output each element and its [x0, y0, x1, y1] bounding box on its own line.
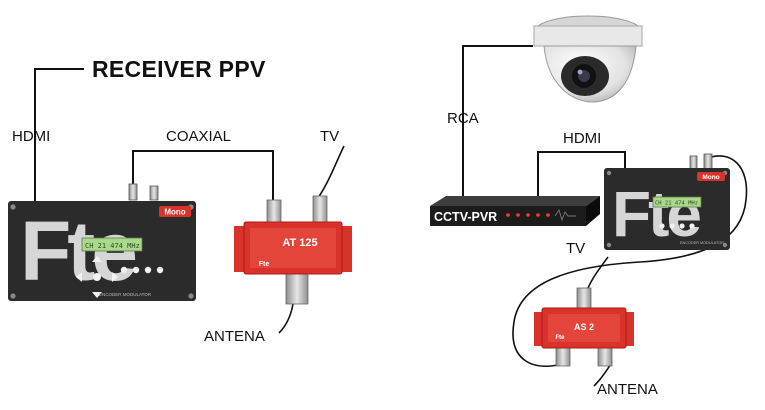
- cctv-recorder: CCTV-PVR: [430, 196, 600, 226]
- right-hdmi-label: HDMI: [563, 130, 602, 147]
- left-splitter-model: AT 125: [282, 237, 317, 249]
- left-modulator-lcd: [81, 237, 143, 252]
- right-modulator-tag: Mono: [702, 174, 719, 181]
- right-modulator-lcd: [652, 196, 702, 208]
- left-cables: [34, 68, 345, 334]
- right-hdmi-cable: [537, 151, 626, 198]
- left-tv-label: TV: [320, 128, 340, 145]
- left-modulator-keypad: [76, 256, 164, 298]
- right-modulator-caption: ENCODER MODULATOR: [680, 241, 724, 245]
- right-modulator: Fte Mono CH 21 474 MHz ENCODER MODULATOR: [604, 153, 730, 250]
- left-modulator-tag: Mono: [164, 208, 185, 217]
- left-splitter-brand: Fte: [259, 261, 270, 268]
- right-coax-loop-cable: [512, 155, 748, 367]
- recorder-label: CCTV-PVR: [434, 210, 497, 224]
- receiver-ppv-title: RECEIVER PPV: [92, 56, 266, 82]
- right-modulator-brand: Fte: [612, 178, 700, 250]
- right-splitter: AS 2 Fte: [534, 287, 634, 367]
- right-splitter-brand: Fte: [556, 335, 566, 341]
- left-hdmi-cable: [34, 68, 84, 202]
- right-modulator-lcd-text: CH 21 474 MHz: [655, 201, 698, 207]
- coaxial-label: COAXIAL: [166, 128, 232, 145]
- right-tv-label: TV: [566, 240, 586, 257]
- left-modulator: Fte Mono CH 21 474 MHz ENCODER MODULATOR: [8, 183, 196, 301]
- left-modulator-lcd-text: CH 21 474 MHz: [85, 242, 140, 250]
- rca-label: RCA: [447, 110, 479, 127]
- dome-camera: [533, 15, 643, 103]
- right-antenna-label: ANTENA: [597, 381, 658, 398]
- left-tv-cable: [317, 145, 345, 199]
- right-rca-cable: [462, 45, 533, 196]
- left-splitter: AT 125 Fte: [234, 195, 352, 305]
- left-hdmi-label: HDMI: [12, 128, 51, 145]
- left-antenna-label: ANTENA: [204, 328, 265, 345]
- right-splitter-model: AS 2: [574, 322, 594, 332]
- left-coaxial-cable: [132, 150, 274, 202]
- left-antenna-cable: [278, 303, 294, 334]
- right-modulator-keypad: [659, 223, 695, 229]
- left-modulator-caption: ENCODER MODULATOR: [99, 292, 152, 297]
